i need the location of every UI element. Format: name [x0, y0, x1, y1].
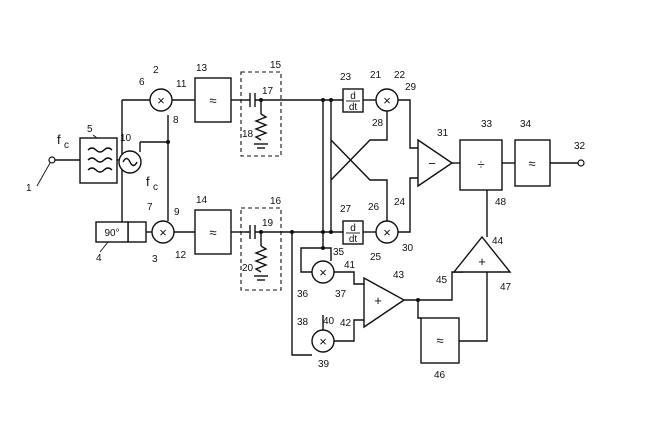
svg-text:dt: dt	[349, 102, 358, 113]
svg-text:f: f	[146, 174, 150, 189]
svg-text:−: −	[428, 156, 436, 171]
svg-text:d: d	[350, 223, 356, 234]
svg-text:1: 1	[26, 183, 32, 194]
output-terminal	[577, 159, 585, 167]
svg-text:46: 46	[434, 370, 446, 381]
svg-text:2: 2	[153, 65, 159, 76]
svg-text:dt: dt	[349, 234, 358, 245]
svg-text:43: 43	[393, 270, 405, 281]
mixer-25: ×	[375, 220, 399, 244]
svg-text:3: 3	[152, 254, 158, 265]
lowpass-filter-13: ≈	[194, 77, 232, 123]
svg-text:×: ×	[319, 265, 327, 280]
svg-text:45: 45	[436, 275, 448, 286]
svg-text:5: 5	[87, 124, 93, 135]
svg-text:19: 19	[262, 218, 274, 229]
svg-text:c: c	[153, 182, 158, 193]
svg-text:22: 22	[394, 70, 406, 81]
squarer-40: ×	[311, 329, 335, 353]
phase-shifter-box: 90°	[95, 221, 129, 243]
svg-text:30: 30	[402, 243, 414, 254]
dc-block-15	[240, 71, 282, 157]
svg-text:20: 20	[242, 263, 254, 274]
phase-shifter-90	[127, 221, 147, 243]
svg-text:÷: ÷	[477, 157, 484, 172]
svg-text:≈: ≈	[528, 156, 535, 171]
svg-text:23: 23	[340, 72, 352, 83]
mixer-21: ×	[375, 88, 399, 112]
svg-text:28: 28	[372, 118, 384, 129]
svg-text:26: 26	[368, 202, 380, 213]
svg-text:47: 47	[500, 282, 512, 293]
filter-46: ≈	[420, 317, 460, 364]
svg-text:×: ×	[383, 93, 391, 108]
svg-text:d: d	[350, 91, 356, 102]
svg-text:9: 9	[174, 207, 180, 218]
mixer-i: ×	[149, 88, 173, 112]
adder-43: +	[363, 276, 406, 329]
svg-text:17: 17	[262, 86, 274, 97]
svg-text:15: 15	[270, 60, 282, 71]
input-bandpass-filter	[79, 137, 118, 184]
svg-text:25: 25	[370, 252, 382, 263]
svg-text:×: ×	[383, 225, 391, 240]
svg-text:×: ×	[157, 93, 165, 108]
svg-text:40: 40	[323, 316, 335, 327]
dc-block-16	[240, 207, 282, 291]
svg-text:48: 48	[495, 197, 507, 208]
svg-text:37: 37	[335, 289, 347, 300]
svg-text:×: ×	[159, 225, 167, 240]
svg-text:c: c	[64, 140, 69, 151]
svg-text:≈: ≈	[209, 225, 216, 240]
lowpass-filter-14: ≈	[194, 209, 232, 255]
squarer-35: ×	[311, 260, 335, 284]
svg-text:16: 16	[270, 196, 282, 207]
svg-text:14: 14	[196, 195, 208, 206]
svg-text:f: f	[57, 132, 61, 147]
svg-text:36: 36	[297, 289, 309, 300]
svg-text:6: 6	[139, 77, 145, 88]
svg-text:24: 24	[394, 197, 406, 208]
mixer-q: ×	[151, 220, 175, 244]
svg-text:≈: ≈	[436, 333, 443, 348]
svg-text:×: ×	[319, 334, 327, 349]
svg-text:34: 34	[520, 119, 532, 130]
differentiator-27: d dt	[342, 220, 364, 245]
svg-text:4: 4	[96, 253, 102, 264]
reference-numerals: 1 2 3 4 5 6 7 8 9 10 11 12 13 14 15 16 1…	[26, 60, 586, 381]
svg-text:32: 32	[574, 141, 586, 152]
svg-text:+: +	[374, 293, 382, 308]
svg-text:11: 11	[176, 79, 187, 90]
lowpass-filter-34: ≈	[514, 139, 551, 187]
svg-text:39: 39	[318, 359, 330, 370]
svg-text:41: 41	[344, 260, 356, 271]
oscillator: f c	[118, 142, 158, 193]
input-terminal: f c	[48, 132, 69, 164]
wiring	[55, 99, 578, 356]
subtractor-31: −	[417, 138, 454, 188]
svg-text:13: 13	[196, 63, 208, 74]
svg-text:35: 35	[333, 247, 345, 258]
svg-text:12: 12	[175, 250, 187, 261]
svg-text:+: +	[478, 254, 486, 269]
adder-44: +	[452, 235, 512, 273]
divider-33: ÷	[459, 139, 503, 191]
svg-text:≈: ≈	[209, 93, 216, 108]
svg-text:44: 44	[492, 236, 504, 247]
svg-text:8: 8	[173, 115, 179, 126]
svg-text:90°: 90°	[104, 228, 119, 239]
svg-text:29: 29	[405, 82, 417, 93]
svg-text:33: 33	[481, 119, 493, 130]
differentiator-23: d dt	[342, 88, 364, 113]
svg-text:31: 31	[437, 128, 449, 139]
svg-text:42: 42	[340, 318, 352, 329]
svg-text:27: 27	[340, 204, 352, 215]
svg-text:21: 21	[370, 70, 382, 81]
svg-text:7: 7	[147, 202, 153, 213]
svg-text:38: 38	[297, 317, 309, 328]
svg-text:10: 10	[120, 133, 132, 144]
svg-text:18: 18	[242, 129, 254, 140]
